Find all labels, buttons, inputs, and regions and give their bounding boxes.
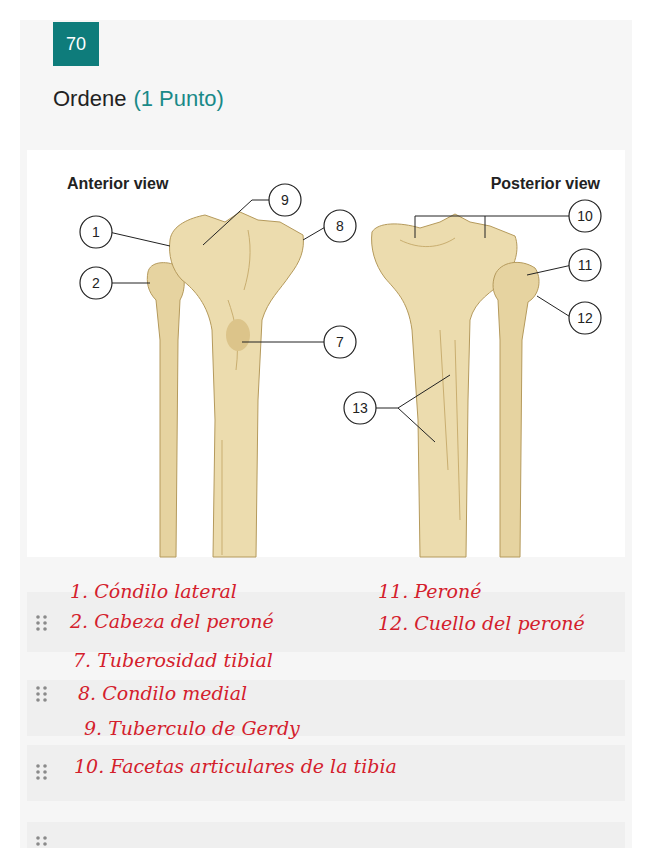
anterior-bones	[147, 212, 303, 557]
callout-text: 13	[343, 391, 377, 425]
image-ground	[27, 150, 625, 557]
callout-text: 8	[323, 209, 357, 243]
callout-number: 12	[568, 301, 602, 335]
handwritten-answer: 7. Tuberosidad tibial	[73, 649, 273, 671]
handwritten-answer: 8. Condilo medial	[78, 682, 247, 704]
callout-number: 13	[343, 391, 377, 425]
callout-number: 1	[79, 215, 113, 249]
posterior-bones	[372, 214, 539, 557]
leader-lines	[109, 200, 572, 442]
callout-text: 7	[323, 325, 357, 359]
question-title: Ordene	[53, 86, 126, 112]
callout-number: 8	[323, 209, 357, 243]
question-number: 70	[53, 22, 99, 66]
handwritten-answer: 2. Cabeza del peroné	[70, 610, 274, 632]
handwritten-answer: 1. Cóndilo lateral	[70, 580, 237, 602]
callout-text: 9	[268, 183, 302, 217]
card-ground	[20, 20, 632, 848]
callout-number: 2	[79, 266, 113, 300]
callout-text: 11	[568, 248, 602, 282]
callout-number: 10	[568, 199, 602, 233]
handwritten-answer: 9. Tuberculo de Gerdy	[84, 717, 300, 739]
handwritten-answer: 11. Peroné	[378, 580, 481, 602]
view-title: Posterior view	[491, 175, 600, 193]
callout-number: 9	[268, 183, 302, 217]
callout-text: 10	[568, 199, 602, 233]
callout-number: 7	[323, 325, 357, 359]
callout-text: 2	[79, 266, 113, 300]
points-note: (1 Punto)	[133, 86, 224, 112]
answer-bands	[27, 592, 625, 848]
callout-text: 12	[568, 301, 602, 335]
question-number-text: 70	[53, 22, 99, 66]
handwritten-answer: 12. Cuello del peroné	[378, 612, 585, 634]
view-title: Anterior view	[67, 175, 168, 193]
handwritten-answer: 10. Facetas articulares de la tibia	[74, 755, 397, 777]
callout-text: 1	[79, 215, 113, 249]
drag-handles	[36, 615, 47, 846]
callout-number: 11	[568, 248, 602, 282]
